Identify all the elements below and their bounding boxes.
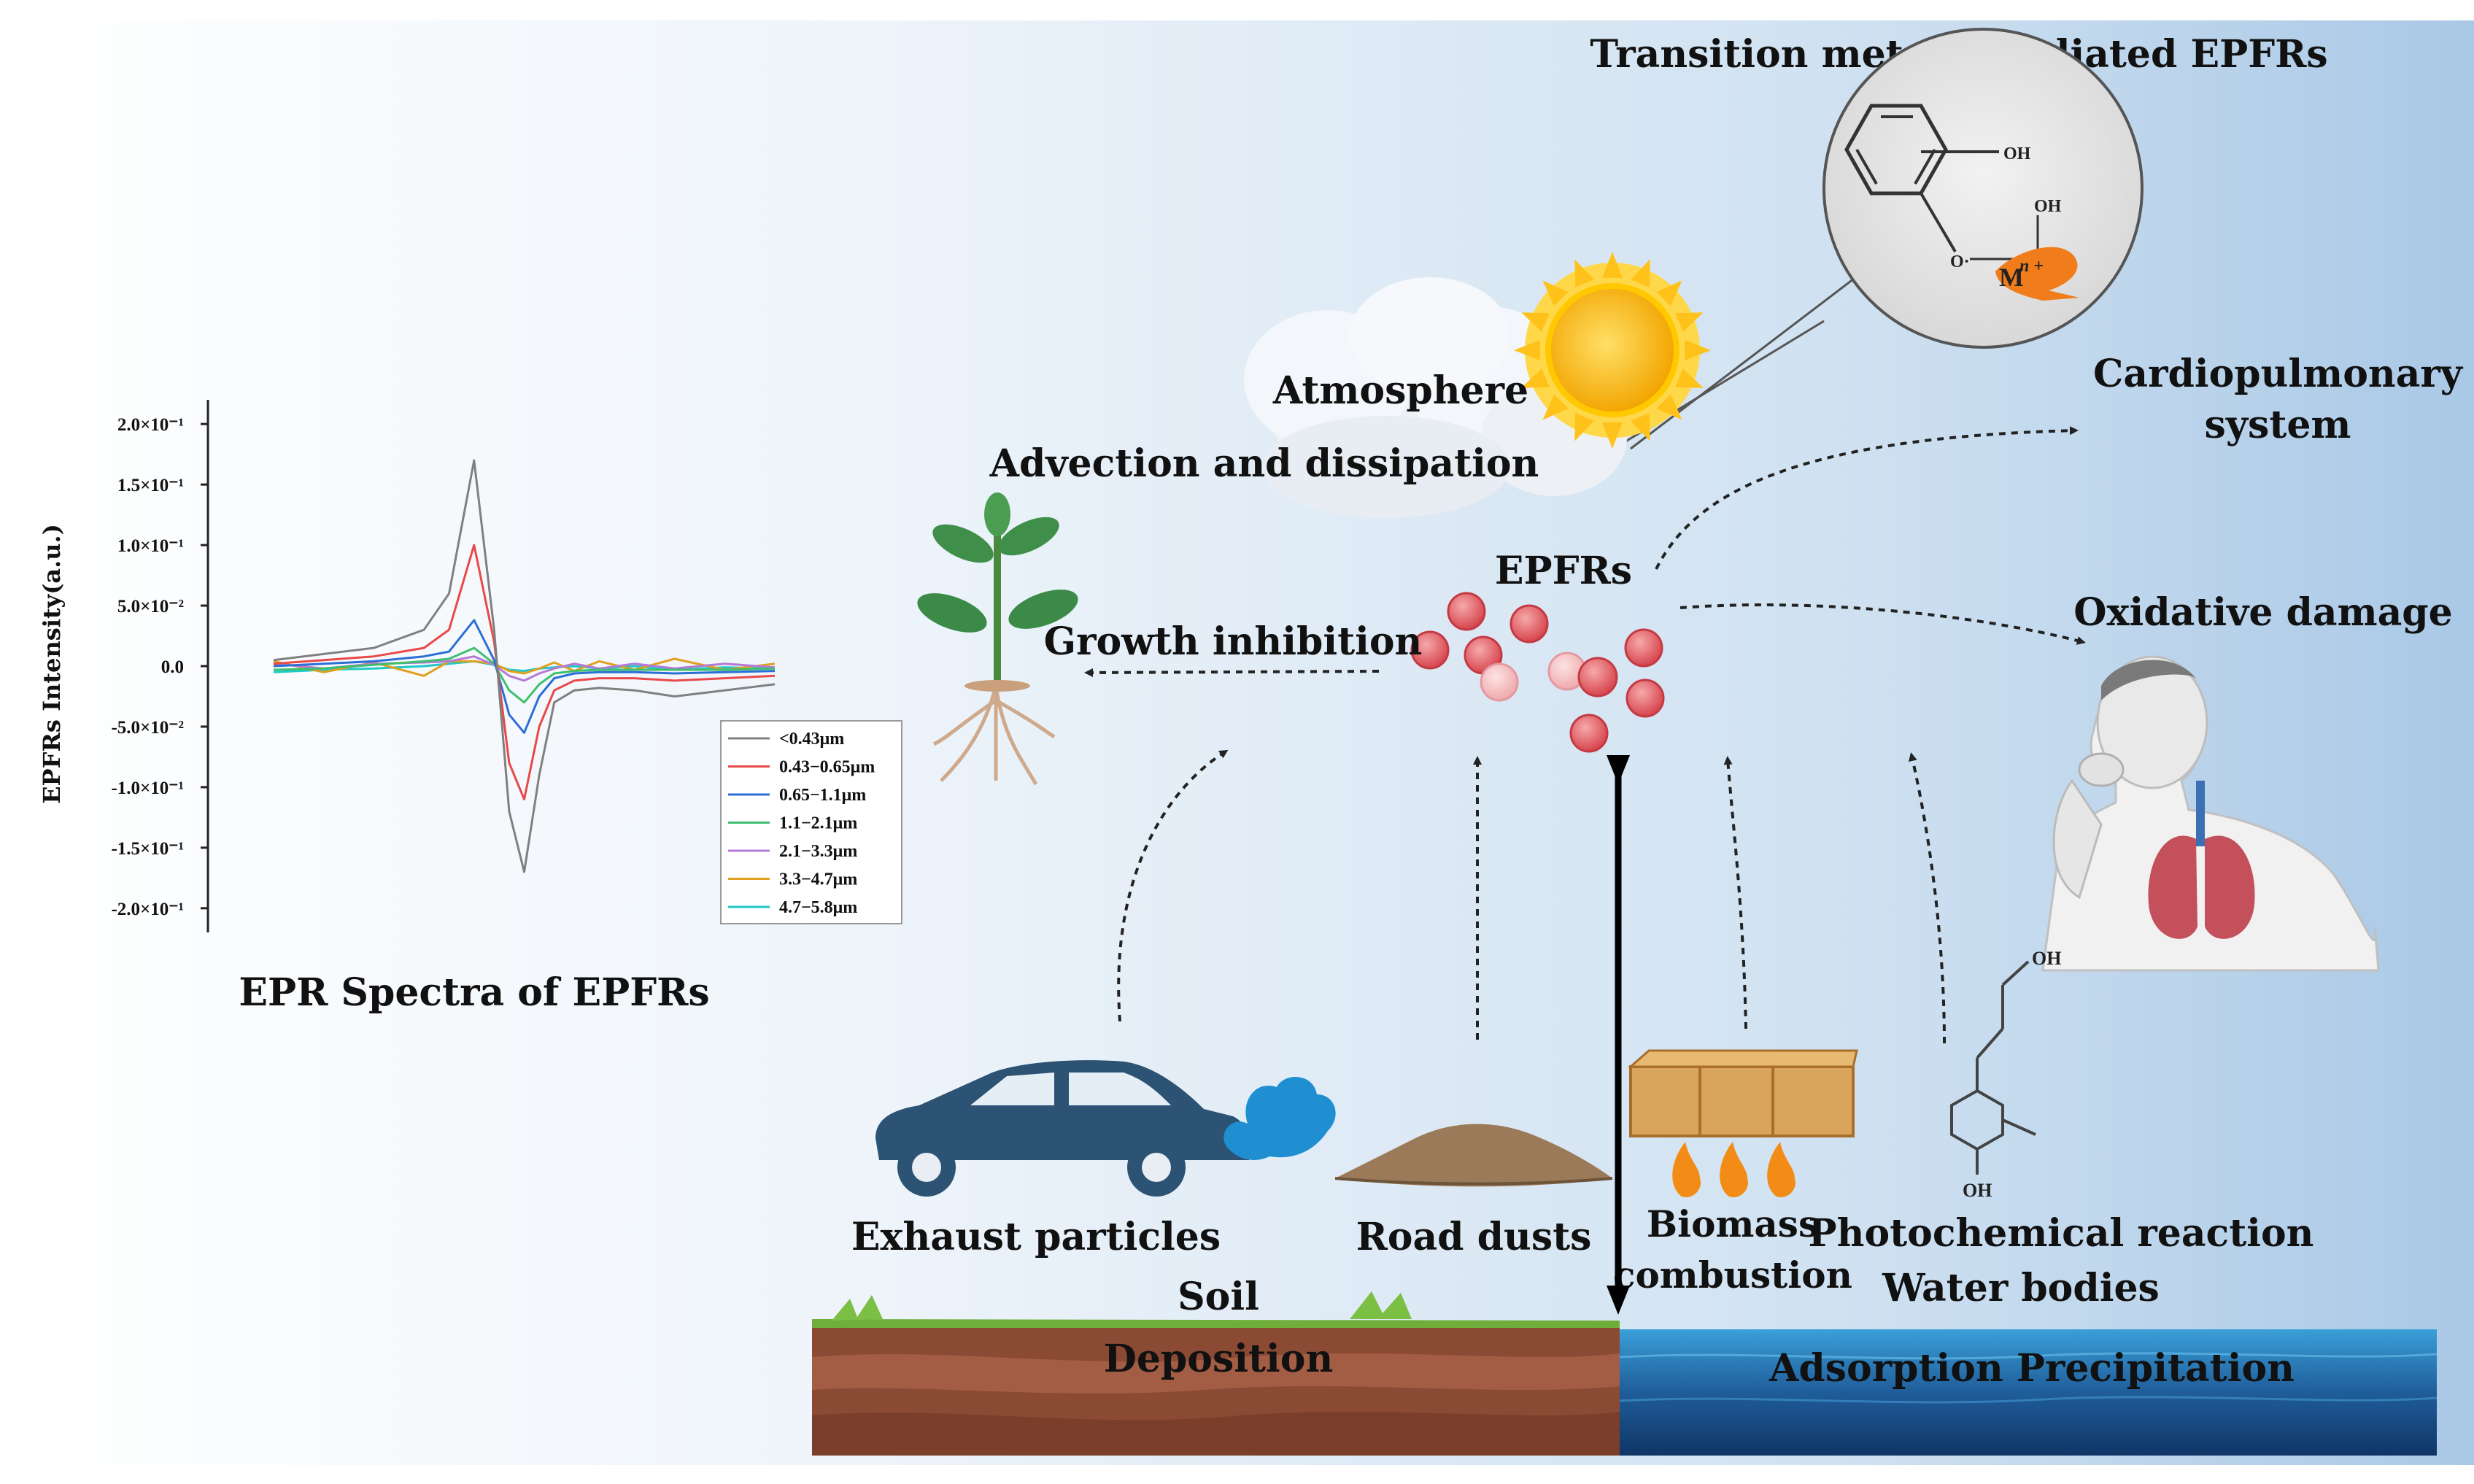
label-advection: Advection and dissipation: [989, 441, 1539, 486]
label-biomass-1: Biomass: [1647, 1202, 1819, 1245]
epr-spectra-chart: 2.0×10⁻¹ 1.5×10⁻¹ 1.0×10⁻¹ 5.0×10⁻² 0.0 -5.0×…: [38, 400, 902, 1015]
svg-text:OH: OH: [1963, 1180, 1992, 1201]
chart-y-tick-label: 1.0×10⁻¹: [117, 536, 184, 556]
cloud-icon: [1244, 277, 1627, 518]
chart-legend-label: <0.43μm: [779, 730, 844, 749]
label-epfrs: EPFRs: [1495, 549, 1632, 593]
svg-text:n +: n +: [2019, 257, 2044, 276]
chart-y-tick-label: 1.5×10⁻¹: [117, 476, 184, 495]
sun-ray: [1656, 394, 1682, 420]
arrow-biomass-up: [1723, 756, 1747, 1029]
plant-icon: [917, 492, 1078, 786]
label-biomass-2: combustion: [1613, 1253, 1852, 1296]
sun-ray: [1574, 259, 1594, 287]
chart-y-tick-label: -5.0×10⁻²: [111, 718, 184, 738]
chart-series-line: [273, 459, 776, 873]
soil-icon: [812, 1291, 1620, 1456]
svg-text:OH: OH: [2032, 948, 2061, 969]
chart-legend-label: 2.1−3.3μm: [779, 842, 857, 861]
label-photochemical: Photochemical reaction: [1809, 1211, 2314, 1256]
chart-y-tick-label: -1.5×10⁻¹: [111, 839, 184, 859]
sun-icon: [1514, 252, 1711, 449]
sun-ray: [1631, 413, 1650, 441]
chart-legend-label: 0.65−1.1μm: [779, 786, 866, 805]
chart-y-tick-label: 0.0: [161, 657, 184, 677]
metal-ion-icon: [1995, 247, 2079, 301]
flow-arrows: [1084, 426, 2086, 1044]
chart-y-tick-label: 5.0×10⁻²: [117, 597, 184, 617]
label-adsorption-precipitation: Adsorption Precipitation: [1768, 1346, 2295, 1391]
label-growth-inhibition: Growth inhibition: [1044, 619, 1423, 664]
dust-pile-icon: [1334, 1124, 1613, 1187]
chart-legend-label: 3.3−4.7μm: [779, 870, 857, 889]
chart-legend-label: 1.1−2.1μm: [779, 814, 857, 833]
arrow-advection-to-cardio: [1655, 426, 2079, 570]
chart-y-tick-label: -2.0×10⁻¹: [111, 900, 184, 919]
chart-legend: <0.43μm 0.43−0.65μm 0.65−1.1μm 1.1−2.1μm 2.1…: [720, 720, 902, 924]
biomass-fire-icon: [1628, 1049, 1858, 1197]
human-lungs-icon: [2041, 655, 2380, 972]
sun-ray: [1602, 422, 1623, 449]
sun-ray: [1574, 413, 1594, 441]
sun-ray: [1602, 252, 1623, 278]
label-water-bodies: Water bodies: [1882, 1266, 2160, 1310]
chemistry-zoom-circle: OH OH O· M n +: [1619, 28, 2144, 450]
chart-series-line: [273, 660, 776, 673]
sun-ray: [1542, 394, 1569, 420]
epfr-particles: [1410, 592, 1665, 753]
chart-series: [273, 459, 776, 873]
label-oxidative-damage: Oxidative damage: [2073, 590, 2453, 635]
sun-ray: [1675, 368, 1704, 388]
arrow-epfrs-to-oxidative: [1679, 603, 2086, 645]
car-icon: [875, 1060, 1336, 1197]
chart-y-ticks: 2.0×10⁻¹ 1.5×10⁻¹ 1.0×10⁻¹ 5.0×10⁻² 0.0 -5.0×…: [111, 415, 208, 919]
svg-text:OH: OH: [2003, 144, 2031, 163]
sun-ray: [1685, 340, 1711, 360]
chart-title: EPR Spectra of EPFRs: [239, 970, 709, 1015]
label-road-dusts: Road dusts: [1356, 1215, 1592, 1259]
chart-series-line: [273, 646, 776, 704]
sun-ray: [1521, 368, 1550, 388]
water-icon: [1619, 1329, 2438, 1456]
label-cardiopulmonary-1: Cardiopulmonary: [2093, 352, 2464, 396]
label-deposition: Deposition: [1104, 1337, 1334, 1381]
arrow-exhaust-up: [1117, 749, 1229, 1022]
svg-text:M: M: [1999, 263, 2024, 292]
chart-legend-label: 0.43−0.65μm: [779, 758, 875, 777]
sun-ray: [1656, 280, 1682, 306]
sun-ray: [1542, 280, 1569, 306]
label-soil: Soil: [1178, 1275, 1259, 1319]
label-exhaust-particles: Exhaust particles: [851, 1215, 1221, 1259]
chart-y-tick-label: -1.0×10⁻¹: [111, 778, 184, 798]
sun-ray: [1514, 340, 1540, 360]
label-atmosphere: Atmosphere: [1272, 368, 1528, 413]
chart-y-tick-label: 2.0×10⁻¹: [117, 415, 184, 435]
arrow-photochem-up: [1908, 752, 1946, 1044]
svg-text:OH: OH: [2034, 197, 2062, 216]
chart-series-line: [273, 619, 776, 734]
label-cardiopulmonary-2: system: [2205, 403, 2351, 447]
chart-legend-label: 4.7−5.8μm: [779, 898, 857, 917]
sun-ray: [1675, 312, 1704, 332]
svg-text:O·: O·: [1950, 252, 1970, 271]
sun-ray: [1521, 312, 1550, 332]
chart-y-axis-label: EPFRs Intensity(a.u.): [38, 524, 66, 804]
sun-ray: [1631, 259, 1650, 287]
chart-series-line: [273, 544, 776, 800]
coniferyl-alcohol-icon: OH OH: [1950, 948, 2061, 1201]
